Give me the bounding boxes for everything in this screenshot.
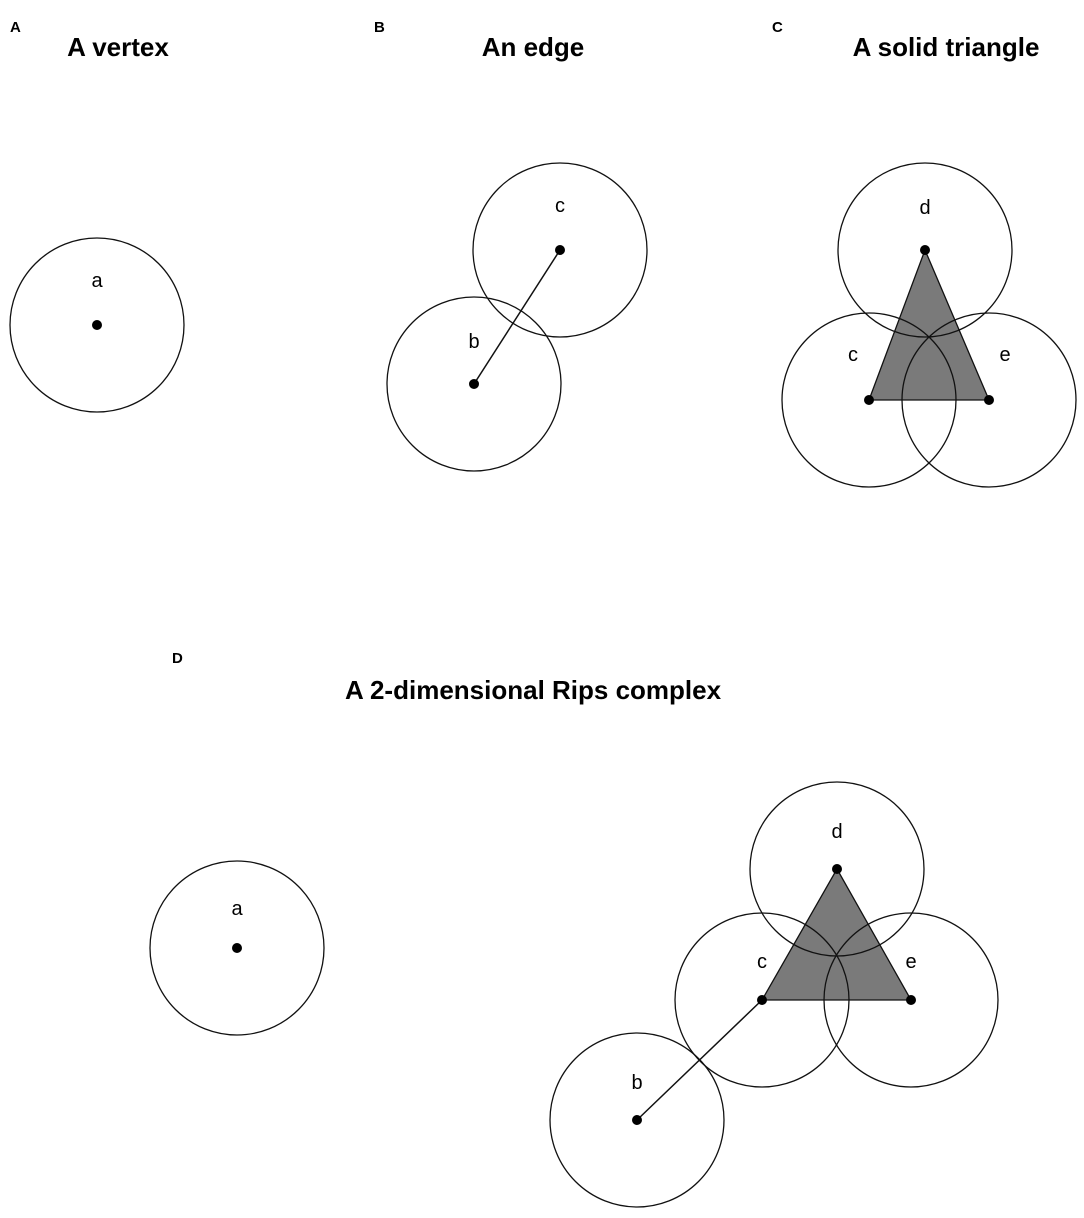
label-b: b bbox=[468, 331, 479, 353]
vertex-b bbox=[469, 379, 479, 389]
panel-a-title: A vertex bbox=[67, 32, 169, 62]
vertex-b bbox=[632, 1115, 642, 1125]
label-d: d bbox=[831, 821, 842, 843]
label-d: d bbox=[919, 197, 930, 219]
label-c: c bbox=[555, 195, 565, 217]
ball-d bbox=[837, 162, 1013, 338]
vertex-c bbox=[757, 995, 767, 1005]
label-e: e bbox=[999, 344, 1010, 366]
ball-a bbox=[9, 237, 185, 413]
label-a: a bbox=[91, 270, 103, 292]
vertex-a bbox=[232, 943, 242, 953]
ball-e bbox=[901, 312, 1077, 488]
panel-c-title: A solid triangle bbox=[853, 32, 1040, 62]
label-e: e bbox=[905, 951, 916, 973]
ball-e bbox=[823, 912, 999, 1088]
panel-d-title: A 2-dimensional Rips complex bbox=[345, 675, 722, 705]
edge-bc bbox=[473, 249, 561, 385]
solid-triangle-cde bbox=[760, 867, 913, 1001]
label-a: a bbox=[231, 898, 243, 920]
panel-b: B An edge c b bbox=[374, 19, 648, 472]
ball-c bbox=[472, 162, 648, 338]
label-b: b bbox=[631, 1072, 642, 1094]
panel-d-letter: D bbox=[172, 650, 183, 667]
label-c: c bbox=[757, 951, 767, 973]
ball-b bbox=[549, 1032, 725, 1208]
ball-c bbox=[781, 312, 957, 488]
vertex-e bbox=[906, 995, 916, 1005]
panel-a: A A vertex a bbox=[9, 19, 185, 413]
panel-c-letter: C bbox=[772, 19, 783, 36]
vertex-d bbox=[832, 864, 842, 874]
label-c: c bbox=[848, 344, 858, 366]
ball-c bbox=[674, 912, 850, 1088]
vertex-d bbox=[920, 245, 930, 255]
vertex-c bbox=[555, 245, 565, 255]
vertex-a bbox=[92, 320, 102, 330]
panel-b-letter: B bbox=[374, 19, 385, 36]
solid-triangle-cde bbox=[868, 248, 990, 401]
panel-d: D A 2-dimensional Rips complex a d c e b bbox=[149, 650, 999, 1208]
panel-a-letter: A bbox=[10, 19, 21, 36]
vertex-e bbox=[984, 395, 994, 405]
ball-a bbox=[149, 860, 325, 1036]
panel-b-title: An edge bbox=[482, 32, 585, 62]
panel-c: C A solid triangle d c e bbox=[772, 19, 1077, 488]
edge-bc bbox=[636, 999, 763, 1121]
ball-b bbox=[386, 296, 562, 472]
vertex-c bbox=[864, 395, 874, 405]
